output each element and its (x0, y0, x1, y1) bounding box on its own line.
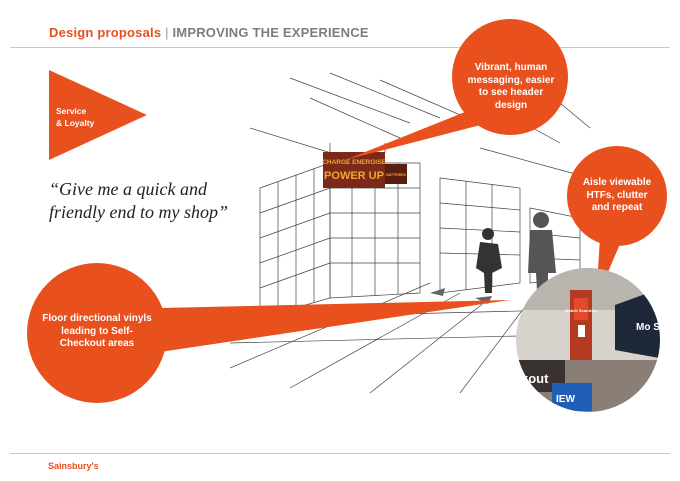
sainsburys-logo: Sainsbury's (48, 461, 99, 471)
sign-line2: POWER UP (324, 170, 384, 182)
header-callout-text: Vibrant, human messaging, easier to see … (467, 62, 555, 111)
inset-edge-sign-text: Mo Sca (636, 322, 671, 333)
category-label-line1: Service (56, 106, 87, 116)
footer-divider (10, 453, 670, 454)
header-callout-pointer (345, 110, 500, 160)
page-header: Design proposals | IMPROVING THE EXPERIE… (49, 25, 369, 40)
sign-line1: CHARGE ENERGISE (322, 159, 386, 166)
store-photo-inset (516, 268, 660, 412)
category-label-line2: & Loyalty (56, 118, 95, 128)
page-title: Design proposals (49, 25, 162, 40)
header-divider (10, 47, 670, 48)
header-callout-bubble (452, 19, 568, 135)
inset-lower-sign-text: kout (521, 371, 549, 386)
aisle-callout-bubble (567, 146, 667, 246)
header-sign-side-panel (385, 164, 407, 184)
page-subtitle: IMPROVING THE EXPERIENCE (172, 25, 369, 40)
inset-hanging-sign-text: Mobile Scan&Go (565, 308, 597, 313)
category-label: Service & Loyalty (56, 105, 94, 129)
category-triangle (49, 70, 147, 160)
inset-blue-sign-text: IEW (556, 394, 575, 405)
floor-callout-pointer (160, 300, 510, 352)
floor-callout-bubble (27, 263, 167, 403)
title-separator: | (165, 25, 169, 40)
aisle-callout-text: Aisle viewable HTFs, clutter and repeat (582, 177, 652, 213)
customer-quote: “Give me a quick and friendly end to my … (49, 179, 228, 222)
header-sign-panel (323, 152, 385, 188)
sign-side-label: BATTERIES (386, 173, 406, 177)
floor-callout-text: Floor directional vinyls leading to Self… (42, 313, 152, 349)
